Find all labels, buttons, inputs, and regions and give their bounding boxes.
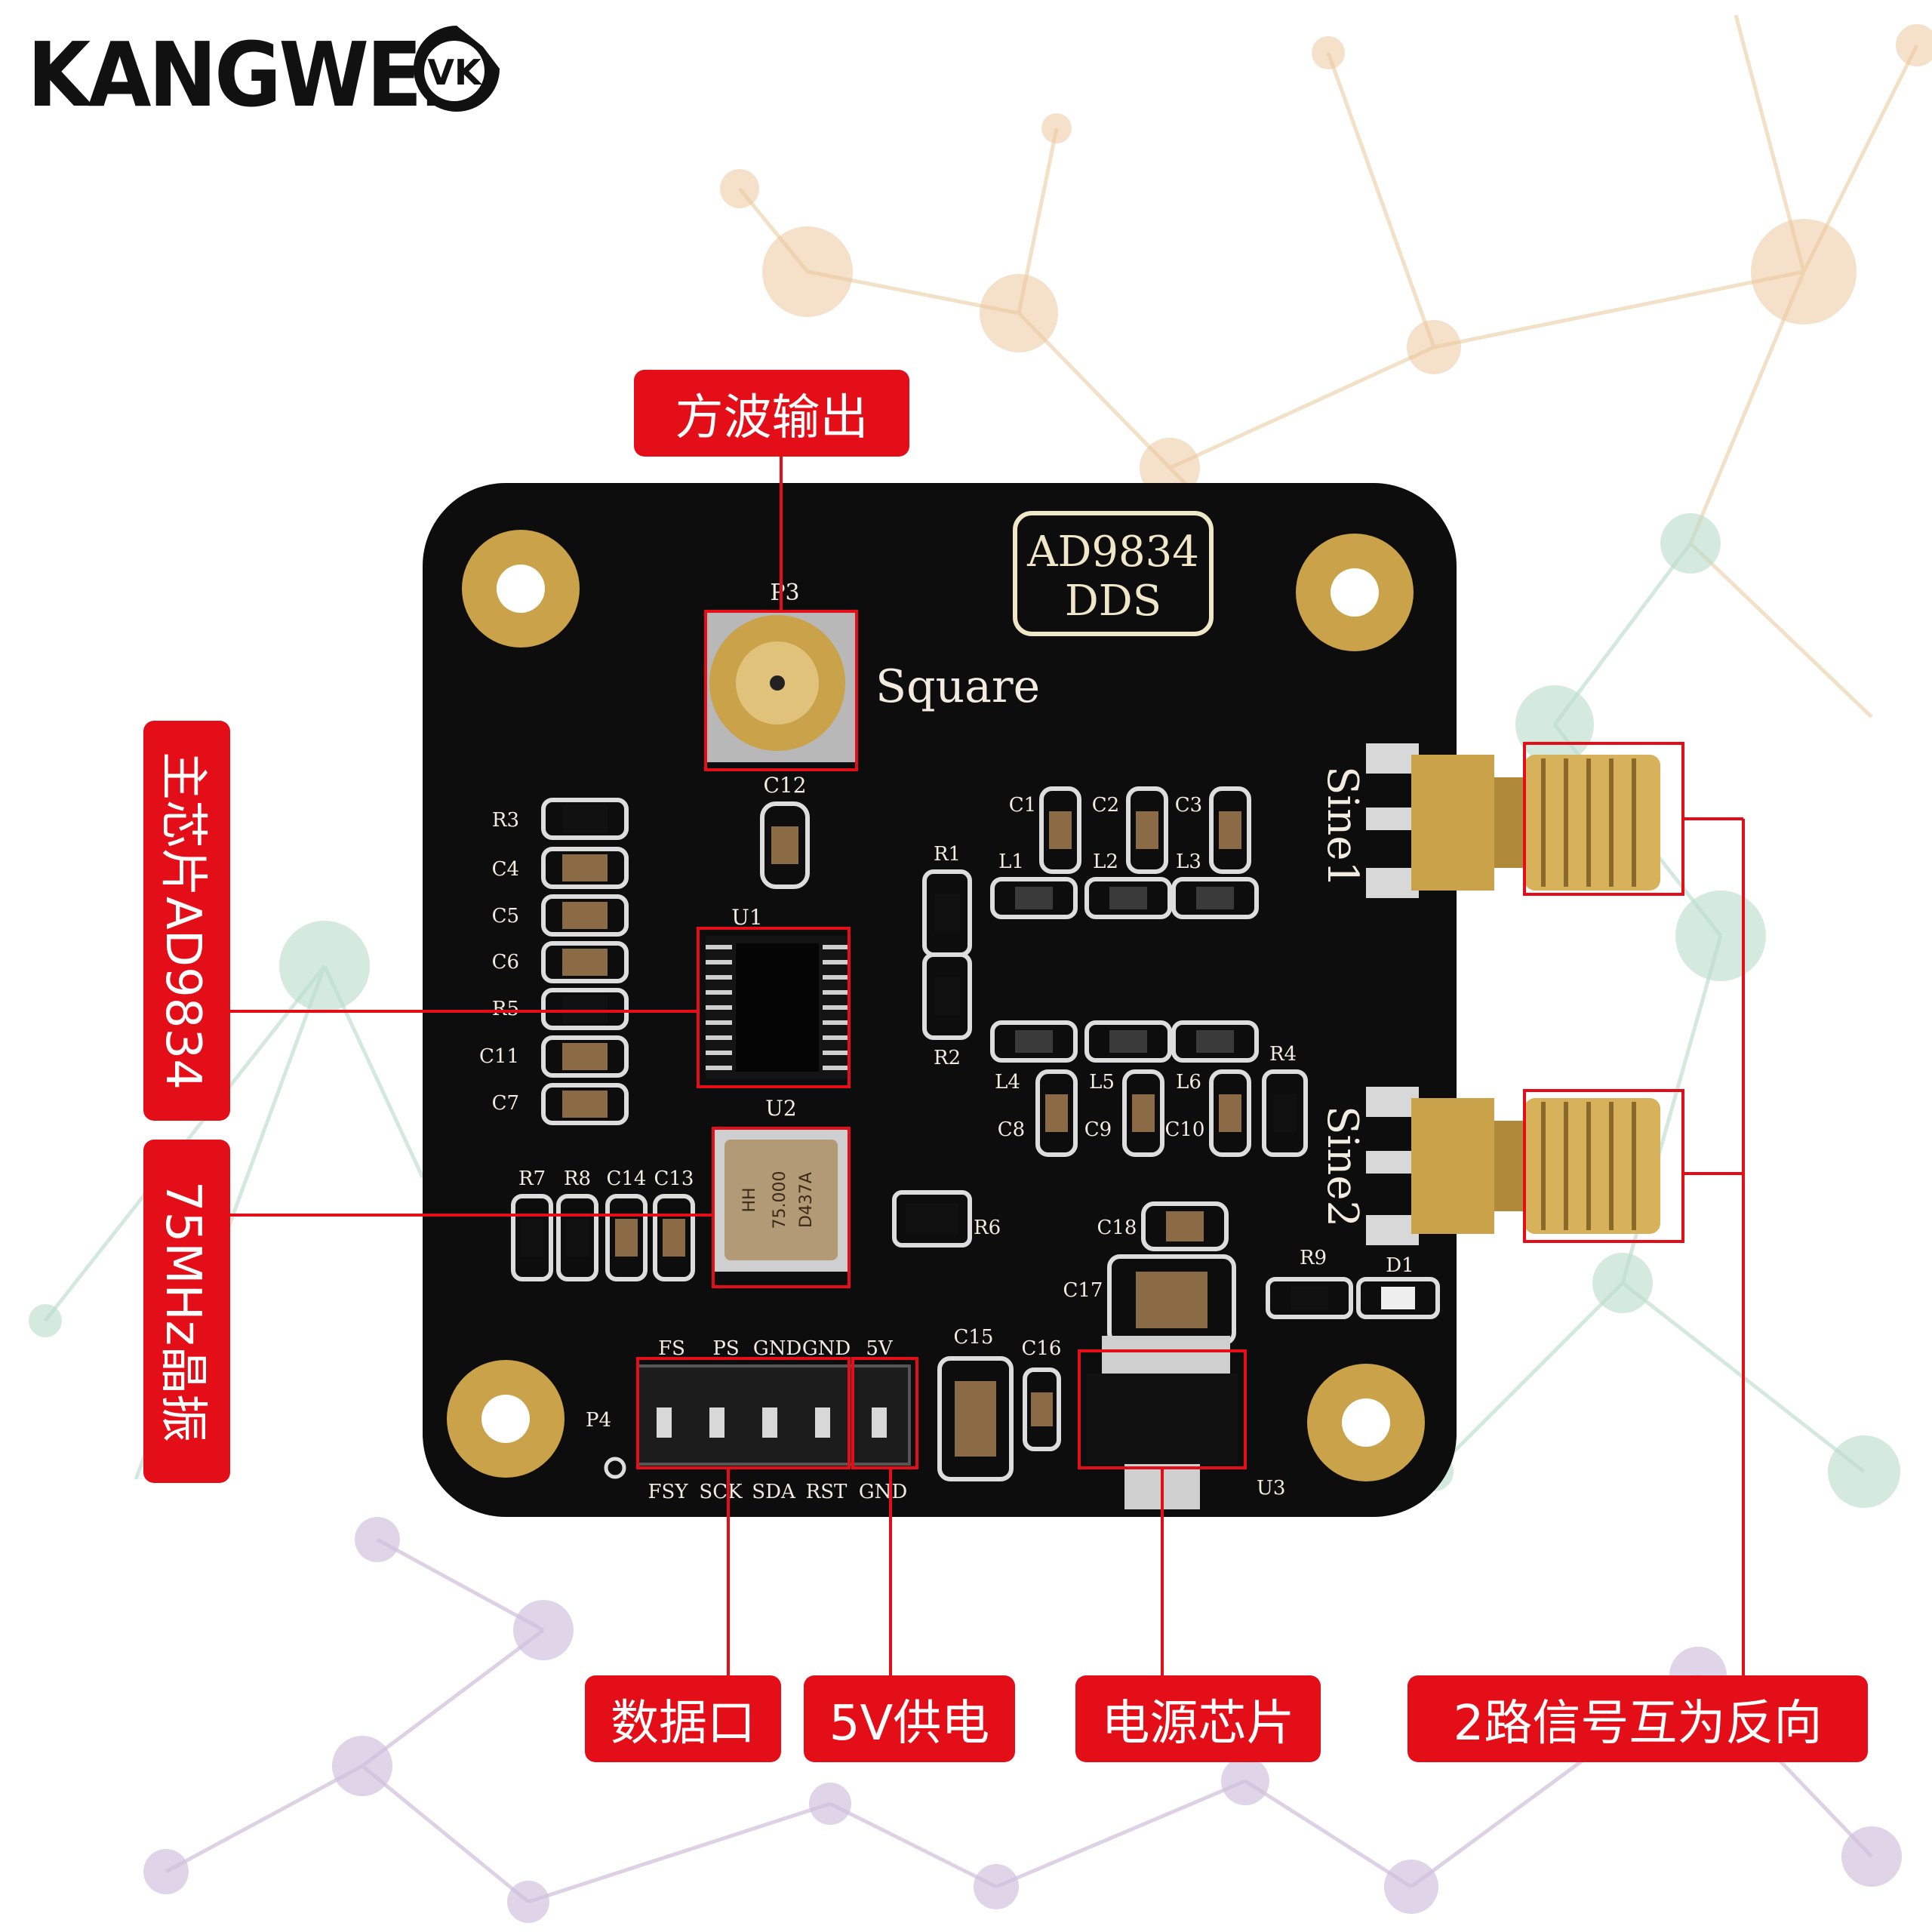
designator-p3: P3 — [770, 580, 799, 606]
header-top-label-5: 5V — [866, 1337, 894, 1360]
mounting-hole-bottom-right — [1307, 1364, 1425, 1481]
crystal-marking-2: 75.000 — [771, 1171, 789, 1229]
designator-r3: R3 — [492, 809, 519, 832]
highlight-main-chip — [697, 927, 851, 1088]
designator-c12: C12 — [763, 773, 806, 798]
crystal-75mhz: HH 75.000 D437A — [713, 1128, 849, 1272]
header-p4[interactable] — [636, 1364, 911, 1466]
designator-u2: U2 — [765, 1096, 796, 1121]
header-top-label-1: FS — [658, 1337, 685, 1360]
brand-logo-text: KANGWEI — [27, 23, 450, 127]
header-bottom-label-2: SCK — [699, 1481, 743, 1503]
header-top-label-2: PS — [712, 1337, 739, 1360]
designator-r7: R7 — [518, 1168, 546, 1190]
callout-square-output: 方波输出 — [634, 370, 909, 457]
designator-l2: L2 — [1093, 851, 1118, 873]
designator-c14: C14 — [607, 1168, 647, 1190]
designator-r9: R9 — [1300, 1247, 1327, 1269]
mounting-hole-bottom-left — [447, 1360, 565, 1478]
designator-c13: C13 — [654, 1168, 694, 1190]
designator-r4: R4 — [1269, 1043, 1297, 1066]
highlight-power-chip — [1078, 1349, 1247, 1469]
brand-logo-mark: VK — [414, 26, 500, 112]
designator-c2: C2 — [1092, 794, 1119, 817]
designator-c3: C3 — [1175, 794, 1202, 817]
designator-r5: R5 — [492, 998, 519, 1020]
callout-crystal-text: 75MHz晶振 — [154, 1180, 211, 1442]
highlight-data-port — [636, 1357, 851, 1469]
designator-c5: C5 — [492, 905, 519, 928]
crystal-marking-1: HH — [740, 1187, 759, 1212]
designator-c9: C9 — [1084, 1118, 1112, 1141]
highlight-sine2 — [1523, 1089, 1684, 1243]
designator-c16: C16 — [1022, 1337, 1062, 1360]
sine1-label: Sine1 — [1318, 766, 1367, 888]
header-bottom-label-1: FSY — [648, 1481, 688, 1503]
designator-r6: R6 — [974, 1217, 1001, 1239]
main-chip-ad9834 — [706, 936, 849, 1079]
board-name-frame — [1013, 511, 1214, 636]
header-top-label-3: GND — [753, 1337, 801, 1360]
crystal-marking-3: D437A — [797, 1172, 816, 1228]
callout-power-chip: 电源芯片 — [1075, 1675, 1321, 1762]
designator-r8: R8 — [564, 1168, 591, 1190]
designator-l1: L1 — [998, 851, 1024, 873]
header-top-label-4: GND — [802, 1337, 851, 1360]
designator-l6: L6 — [1176, 1071, 1201, 1094]
designator-d1: D1 — [1386, 1254, 1414, 1277]
callout-power-5v: 5V供电 — [804, 1675, 1015, 1762]
mounting-hole-top-left — [462, 530, 580, 648]
sma-sine2-connector[interactable] — [1366, 1087, 1660, 1245]
designator-c11: C11 — [479, 1045, 519, 1068]
highlight-power-5v — [851, 1357, 918, 1469]
designator-r1: R1 — [934, 843, 961, 866]
designator-c4: C4 — [492, 858, 519, 881]
designator-p4: P4 — [586, 1409, 611, 1432]
designator-l5: L5 — [1089, 1071, 1115, 1094]
designator-c6: C6 — [492, 951, 519, 974]
designator-c7: C7 — [492, 1092, 519, 1115]
mounting-hole-top-right — [1296, 534, 1414, 651]
square-label: Square — [875, 660, 1040, 713]
sine2-label: Sine2 — [1318, 1106, 1367, 1227]
board-name-line2: DDS — [1065, 577, 1161, 626]
header-bottom-label-5: GND — [859, 1481, 907, 1503]
highlight-sine1 — [1523, 742, 1684, 896]
designator-c15: C15 — [954, 1326, 994, 1349]
board-name-line1: AD9834 — [1026, 528, 1199, 577]
sma-sine1-connector[interactable] — [1366, 743, 1660, 898]
callout-main-chip: 主芯片AD9834 — [143, 721, 230, 1121]
designator-u1: U1 — [731, 905, 762, 930]
designator-c17: C17 — [1063, 1279, 1103, 1302]
designator-c10: C10 — [1165, 1118, 1205, 1141]
left-passives: R3 C4 C5 C6 R5 C11 C7 — [479, 798, 629, 1125]
designator-c18: C18 — [1097, 1217, 1137, 1239]
callout-crystal: 75MHz晶振 — [143, 1140, 230, 1483]
header-bottom-label-4: RST — [806, 1481, 848, 1503]
designator-r2: R2 — [934, 1047, 961, 1069]
brand-logo-mark-text: VK — [427, 52, 483, 93]
designator-l3: L3 — [1176, 851, 1201, 873]
highlight-crystal — [712, 1127, 851, 1288]
highlight-square-output — [704, 610, 858, 771]
callout-two-channel: 2路信号互为反向 — [1407, 1675, 1868, 1762]
designator-l4: L4 — [995, 1071, 1020, 1094]
callout-data-port: 数据口 — [585, 1675, 781, 1762]
designator-c8: C8 — [998, 1118, 1025, 1141]
designator-u3: U3 — [1257, 1477, 1285, 1500]
designator-c1: C1 — [1009, 794, 1036, 817]
header-bottom-label-3: SDA — [752, 1481, 796, 1503]
callout-main-chip-text: 主芯片AD9834 — [154, 752, 211, 1090]
